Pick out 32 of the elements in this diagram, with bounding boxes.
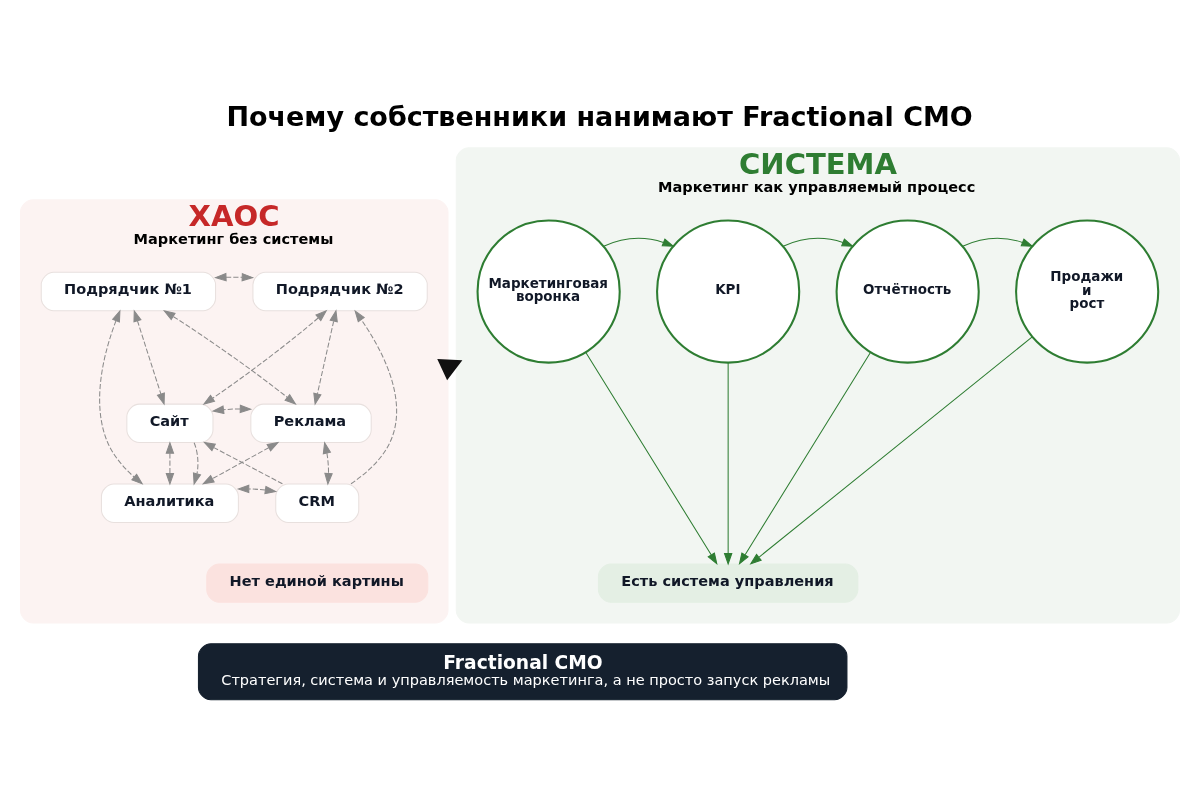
arrow xyxy=(603,237,675,247)
arrow xyxy=(214,272,255,282)
node-circle: Продажи и рост xyxy=(1015,218,1160,364)
arrow xyxy=(162,309,297,405)
node-circle: KPI xyxy=(656,218,801,364)
arrow xyxy=(133,308,165,406)
node-box: Реклама xyxy=(250,403,372,443)
node-box: CRM xyxy=(275,483,360,523)
arrow xyxy=(236,484,278,494)
arrow xyxy=(962,237,1034,247)
arrow xyxy=(192,441,202,485)
arrow xyxy=(585,351,718,565)
arrow xyxy=(313,308,338,406)
arrow xyxy=(165,440,175,485)
arrow xyxy=(723,361,733,565)
node-circle: Отчётность xyxy=(835,218,980,364)
node-box: Аналитика xyxy=(100,483,239,523)
arrow xyxy=(322,440,333,485)
arrow xyxy=(782,237,855,247)
node-box: Подрядчик №1 xyxy=(40,271,217,311)
node-circle: Маркетинговая воронка xyxy=(476,218,621,364)
arrow xyxy=(350,309,398,484)
arrow xyxy=(211,404,253,414)
node-box: Сайт xyxy=(126,403,214,443)
node-box: Есть система управления xyxy=(597,562,859,603)
arrow xyxy=(738,351,871,565)
arrow xyxy=(99,308,144,485)
arrow xyxy=(202,309,328,405)
node-box: Fractional CMO Стратегия, система и управляемость маркетинга, а не просто запуск рекламы xyxy=(197,642,848,700)
node-box: Подрядчик №2 xyxy=(252,271,428,311)
diagram-title: Почему собственники нанимают Fractional CMO xyxy=(226,100,973,132)
arrow xyxy=(749,335,1033,565)
